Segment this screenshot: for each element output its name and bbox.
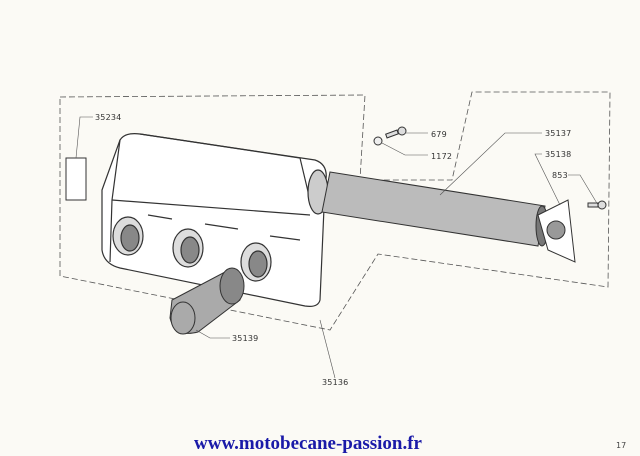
air-filter-housing — [101, 133, 329, 307]
intake-cone — [169, 267, 245, 335]
leader-lines — [75, 116, 599, 379]
part-label-35234: 35234 — [95, 113, 122, 122]
part-label-853: 853 — [552, 171, 568, 180]
part-label-679: 679 — [431, 130, 447, 139]
part-label-35138: 35138 — [545, 150, 572, 159]
screw-853 — [587, 200, 607, 210]
part-label-1172: 1172 — [431, 152, 453, 161]
website-link[interactable]: www.motobecane-passion.fr — [194, 433, 422, 454]
part-label-35136: 35136 — [322, 378, 349, 387]
gasket-part — [65, 157, 87, 201]
page-number: 17 — [616, 441, 627, 450]
part-label-35137: 35137 — [545, 129, 572, 138]
washer-1172 — [373, 136, 383, 146]
assembly-boundary — [59, 91, 611, 331]
screw-679 — [385, 126, 407, 139]
part-label-35139: 35139 — [232, 334, 259, 343]
filter-tube — [321, 171, 549, 247]
